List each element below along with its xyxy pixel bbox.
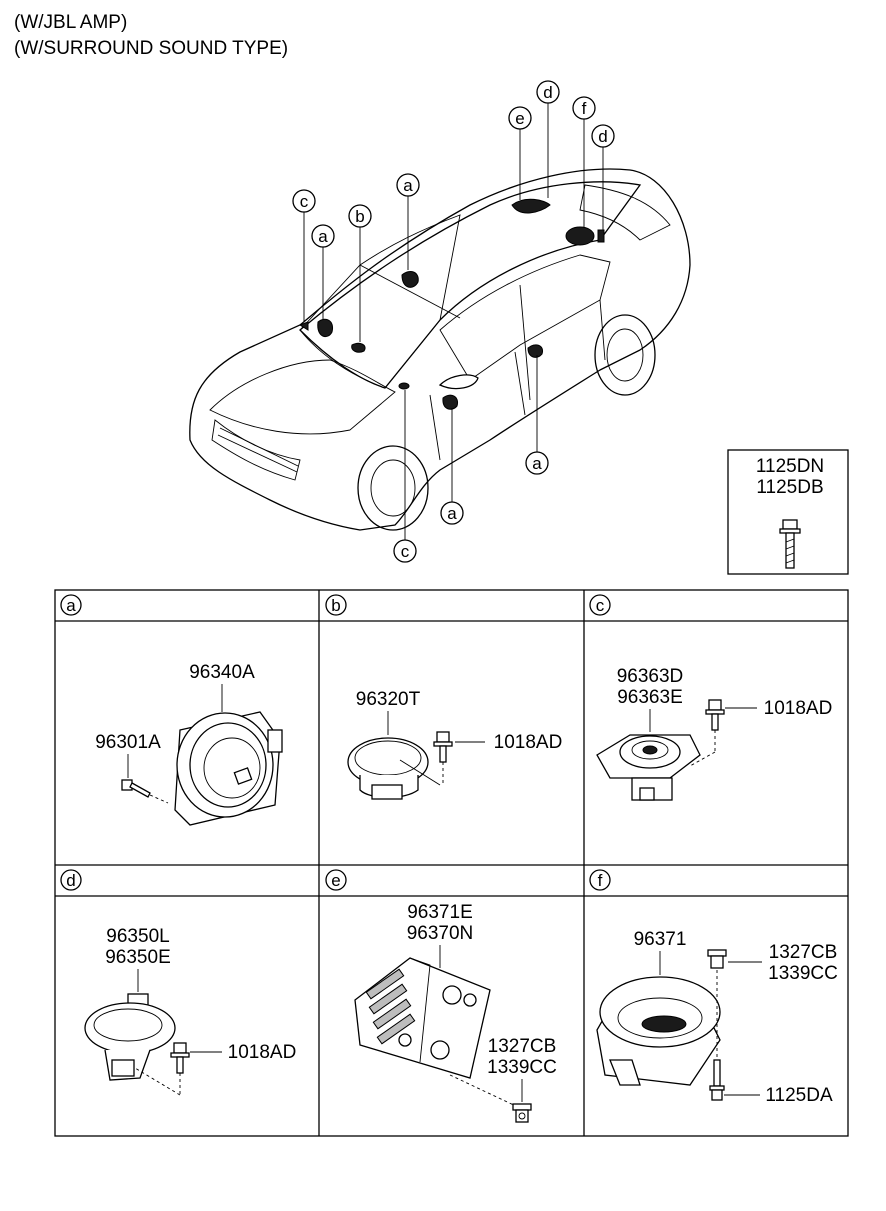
part-96320t: 96320T bbox=[356, 689, 421, 710]
callout-circle-a-top-left bbox=[311, 224, 335, 248]
panel-c: c 96363D 96363E 1018AD bbox=[589, 594, 833, 801]
panel-a: a 96340A 96301A bbox=[60, 594, 283, 826]
part-1018ad-c: 1018AD bbox=[764, 698, 833, 719]
dash-tweeter-icon bbox=[84, 993, 176, 1081]
part-1327cb-f: 1327CB bbox=[769, 942, 838, 963]
panel-f-letter: f bbox=[598, 871, 603, 890]
callout-circle-b-top bbox=[348, 204, 372, 228]
parts-table bbox=[54, 589, 849, 1137]
callout-circle-a-right bbox=[525, 451, 549, 475]
callout-circle-a-bottom bbox=[440, 501, 464, 525]
callout-circle-c-top bbox=[292, 189, 316, 213]
part-96350l: 96350L bbox=[106, 926, 169, 947]
part-96350e: 96350E bbox=[105, 947, 171, 968]
panel-f: f 96371 1327CB 1339CC 1125DA bbox=[589, 869, 838, 1106]
callout-circle-c-bottom bbox=[393, 539, 417, 563]
part-96363d: 96363D bbox=[617, 666, 684, 687]
callout-circle-d-top bbox=[536, 80, 560, 104]
bolt-box: 1125DN 1125DB bbox=[727, 449, 849, 575]
panel-a-letter: a bbox=[66, 596, 76, 615]
flange-nut-f-icon bbox=[707, 949, 727, 1060]
callout-a-right: a bbox=[532, 454, 542, 473]
subwoofer-icon bbox=[596, 976, 721, 1086]
part-96340a: 96340A bbox=[189, 662, 255, 683]
header-line-1: (W/JBL AMP) bbox=[14, 12, 128, 33]
callout-a-bottom: a bbox=[447, 504, 457, 523]
screw-1018ad-c-icon bbox=[689, 699, 725, 767]
diagram-header: (W/JBL AMP) (W/SURROUND SOUND TYPE) bbox=[14, 10, 288, 62]
panel-c-letter: c bbox=[596, 596, 605, 615]
screw-1018ad-d-icon bbox=[134, 1042, 190, 1096]
part-1125da: 1125DA bbox=[765, 1085, 833, 1106]
callout-circle-f-top bbox=[572, 96, 596, 120]
panel-d: d 96350L 96350E 1018AD bbox=[60, 869, 297, 1096]
panel-b-letter: b bbox=[331, 596, 340, 615]
callout-c-top: c bbox=[300, 192, 309, 211]
part-1018ad-d: 1018AD bbox=[228, 1042, 297, 1063]
part-96370n: 96370N bbox=[407, 923, 474, 944]
center-speaker-icon bbox=[596, 734, 701, 801]
part-1339cc-f: 1339CC bbox=[768, 963, 838, 984]
callout-d-top: d bbox=[543, 83, 552, 102]
part-1327cb-e: 1327CB bbox=[488, 1036, 557, 1057]
part-96371e: 96371E bbox=[407, 902, 473, 923]
tweeter-speaker-icon bbox=[347, 737, 441, 800]
bolt-1125da-icon bbox=[709, 1059, 725, 1101]
bolt-part-1125db: 1125DB bbox=[756, 477, 823, 498]
callout-e-top: e bbox=[515, 109, 524, 128]
callout-c-bottom: c bbox=[401, 542, 410, 561]
bolt-part-1125dn: 1125DN bbox=[756, 456, 824, 477]
panel-b: b 96320T 1018AD bbox=[325, 594, 563, 800]
amplifier-icon bbox=[354, 957, 521, 1109]
callout-a-top-left: a bbox=[318, 227, 328, 246]
callout-f-top: f bbox=[582, 99, 587, 118]
panel-e: e 96371E 96370N 1327CB 1339CC bbox=[325, 869, 557, 1123]
callout-b-top: b bbox=[355, 207, 364, 226]
callout-circle-a-top bbox=[396, 173, 420, 197]
part-1018ad-b: 1018AD bbox=[494, 732, 563, 753]
tapping-screw-icon bbox=[121, 779, 169, 804]
panel-d-letter: d bbox=[66, 871, 75, 890]
callout-d-top-right: d bbox=[598, 127, 607, 146]
callout-a-top: a bbox=[403, 176, 413, 195]
part-96363e: 96363E bbox=[617, 687, 683, 708]
door-speaker-icon bbox=[174, 711, 283, 826]
car-illustration bbox=[189, 168, 691, 531]
overview-callouts: c a b a e d f d a a c bbox=[292, 80, 615, 563]
flange-nut-icon bbox=[512, 1103, 532, 1123]
callout-circle-d-top-right bbox=[591, 124, 615, 148]
screw-1018ad-icon bbox=[433, 731, 453, 785]
panel-e-letter: e bbox=[331, 871, 340, 890]
callout-circle-e-top bbox=[508, 106, 532, 130]
part-96301a: 96301A bbox=[95, 732, 161, 753]
header-line-2: (W/SURROUND SOUND TYPE) bbox=[14, 38, 289, 59]
part-1339cc-e: 1339CC bbox=[487, 1057, 557, 1078]
part-96371: 96371 bbox=[634, 929, 687, 950]
flange-bolt-icon bbox=[779, 519, 801, 569]
